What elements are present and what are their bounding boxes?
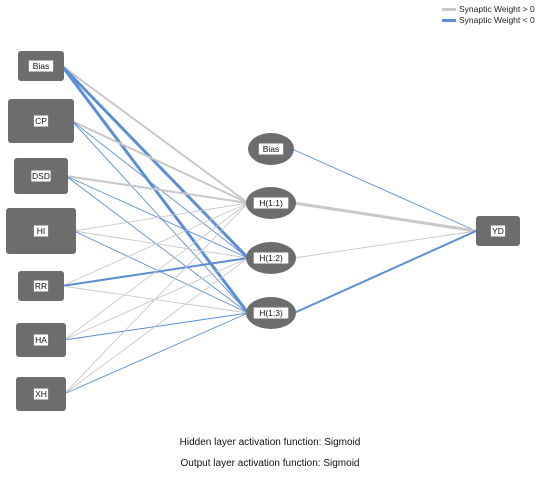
input-node-ha-label: HA xyxy=(35,335,47,345)
output-activation-note: Output layer activation function: Sigmoi… xyxy=(180,458,360,469)
input-node-bias-label-bg xyxy=(28,60,54,72)
input-node-ha-label-bg xyxy=(33,334,49,346)
input-node-bias: Bias xyxy=(18,51,64,81)
input-node-hi: HI xyxy=(6,208,76,254)
input-node-cp: CP xyxy=(8,99,74,143)
edge-dsd-to-h12 xyxy=(65,175,249,259)
hidden-node-h-1-3-label-bg xyxy=(253,307,289,319)
output-node-yd-label-bg xyxy=(490,225,506,237)
edge-dsd-to-h13 xyxy=(65,175,249,314)
hidden-node-h-1-1-label-bg xyxy=(253,197,289,209)
node-layer: BiasCPDSDHIRRHAXHBiasH(1:1)H(1:2)H(1:3)Y… xyxy=(6,51,520,411)
input-node-dsd-label: DSD xyxy=(32,171,50,181)
edge-h11-to-yd xyxy=(293,201,477,233)
edge-bias-to-h11 xyxy=(61,65,249,204)
legend-negative: Synaptic Weight < 0 xyxy=(442,15,535,25)
input-node-rr: RR xyxy=(18,271,64,301)
edge-cp-to-h11 xyxy=(71,120,249,204)
input-node-xh-label-bg xyxy=(33,388,49,400)
edge-hi-to-h11 xyxy=(73,202,249,232)
input-node-ha: HA xyxy=(16,323,66,357)
edge-h13-to-yd xyxy=(293,230,477,314)
legend-positive: Synaptic Weight > 0 xyxy=(442,4,535,14)
input-node-xh-label: XH xyxy=(35,389,47,399)
legend-negative-swatch xyxy=(442,18,456,22)
hidden-node-h-1-3: H(1:3) xyxy=(246,297,296,329)
hidden-node-bias: Bias xyxy=(248,133,294,165)
input-node-hi-label-bg xyxy=(33,225,49,237)
edge-rr-to-h11 xyxy=(61,202,249,287)
input-node-cp-label: CP xyxy=(35,116,47,126)
hidden-activation-note: Hidden layer activation function: Sigmoi… xyxy=(179,437,361,448)
legend-positive-swatch xyxy=(442,7,456,11)
edge-layer xyxy=(60,64,477,395)
hidden-node-bias-label-bg xyxy=(258,143,284,155)
edge-h12-to-yd xyxy=(293,230,477,259)
hidden-node-h-1-2: H(1:2) xyxy=(246,242,296,274)
hidden-node-h-1-1-label: H(1:1) xyxy=(259,198,283,208)
input-node-dsd: DSD xyxy=(14,158,68,194)
legend-negative-label: Synaptic Weight < 0 xyxy=(459,15,535,25)
output-node-yd-label: YD xyxy=(492,226,504,236)
edge-dsd-to-h11 xyxy=(65,175,249,204)
hidden-node-bias-label: Bias xyxy=(263,144,280,154)
input-node-cp-label-bg xyxy=(33,115,49,127)
hidden-node-h-1-2-label-bg xyxy=(253,252,289,264)
hidden-node-h-1-1: H(1:1) xyxy=(246,187,296,219)
input-node-hi-label: HI xyxy=(37,226,46,236)
hidden-node-h-1-3-label: H(1:3) xyxy=(259,308,283,318)
input-node-dsd-label-bg xyxy=(31,170,51,182)
input-node-rr-label-bg xyxy=(33,280,49,292)
output-node-yd: YD xyxy=(476,216,520,246)
edge-bias-to-yd xyxy=(291,148,477,232)
input-node-rr-label: RR xyxy=(35,281,47,291)
edge-hi-to-h12 xyxy=(73,230,249,259)
legend-positive-label: Synaptic Weight > 0 xyxy=(459,4,535,14)
input-node-bias-label: Bias xyxy=(33,61,50,71)
edge-xh-to-h11 xyxy=(63,202,249,395)
hidden-node-h-1-2-label: H(1:2) xyxy=(259,253,283,263)
edge-xh-to-h12 xyxy=(63,257,249,395)
edge-bias-to-h12 xyxy=(60,64,250,260)
edge-ha-to-h11 xyxy=(63,202,249,341)
edge-xh-to-h13 xyxy=(63,312,249,395)
input-node-xh: XH xyxy=(16,377,66,411)
